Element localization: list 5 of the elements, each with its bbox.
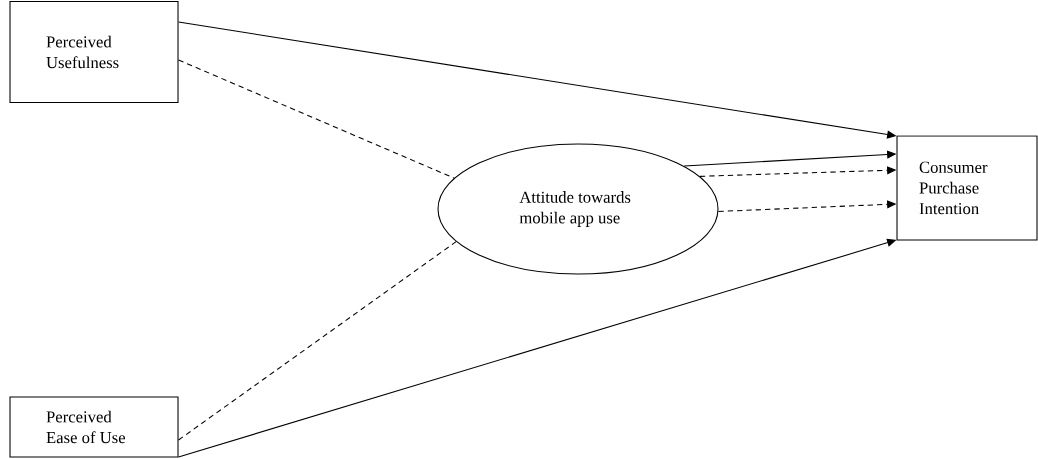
construct-box: Perceived Usefulness (9, 0, 179, 104)
construct-box: Consumer Purchase Intention (896, 135, 1038, 241)
connector-line (178, 59, 455, 179)
construct-box: Perceived Ease of Use (9, 396, 179, 458)
connector-line (178, 241, 457, 441)
